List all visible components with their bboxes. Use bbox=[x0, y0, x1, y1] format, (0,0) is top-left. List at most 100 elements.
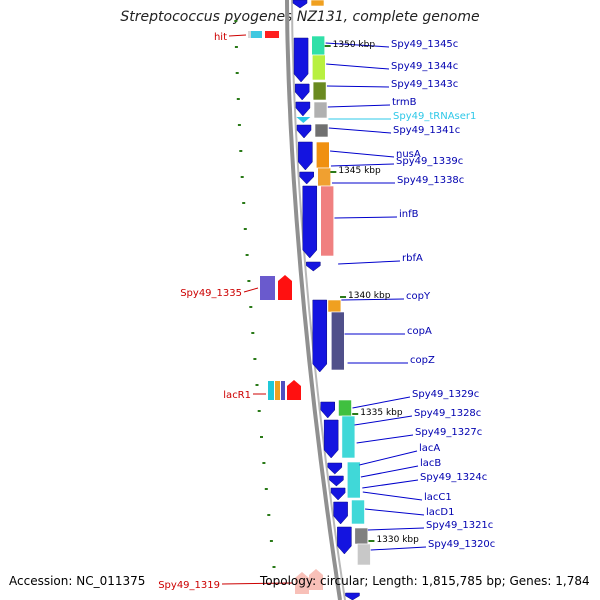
tick-label: 1335 kbp bbox=[360, 408, 403, 418]
left-gene-arrow bbox=[287, 380, 301, 400]
gene-arrow bbox=[329, 475, 344, 487]
gene-label: Spy49_1344c bbox=[391, 61, 458, 72]
gc-skew-dot bbox=[253, 358, 257, 360]
spy1335-bar bbox=[260, 276, 275, 300]
gene-label: Spy49_1345c bbox=[391, 39, 458, 50]
gene-label: Spy49_1341c bbox=[393, 125, 460, 136]
gc-skew-dot bbox=[247, 280, 251, 282]
gene-arrow bbox=[299, 171, 314, 185]
gene-arrow bbox=[302, 185, 318, 259]
label-leader bbox=[352, 396, 411, 409]
gc-skew-dot bbox=[240, 176, 244, 178]
cog-bar bbox=[311, 35, 326, 56]
gene-arrow bbox=[320, 401, 335, 419]
label-leader bbox=[359, 450, 418, 466]
cog-bar bbox=[312, 81, 327, 101]
gene-arrow bbox=[293, 37, 309, 83]
gene-label: hit bbox=[214, 32, 227, 43]
gc-skew-dot bbox=[243, 228, 247, 230]
gene-label: lacC1 bbox=[424, 492, 452, 503]
gc-skew-dot bbox=[267, 514, 271, 516]
gene-label: rbfA bbox=[402, 253, 423, 264]
label-leader bbox=[243, 287, 259, 293]
gene-arrow bbox=[327, 462, 343, 475]
label-leader bbox=[356, 434, 414, 444]
label-leader bbox=[221, 582, 293, 585]
genome-stats: Topology: circular; Length: 1,815,785 bp… bbox=[260, 574, 590, 588]
lacr1-bar-blue bbox=[281, 381, 285, 400]
cog-bar bbox=[313, 101, 328, 119]
gene-arrow bbox=[296, 124, 312, 139]
tick-label: 1330 kbp bbox=[376, 535, 419, 545]
gene-arrow bbox=[333, 501, 348, 525]
cog-bar bbox=[338, 399, 352, 417]
gene-label: lacD1 bbox=[426, 507, 454, 518]
left-gene-arrow bbox=[278, 275, 292, 300]
gc-skew-dot bbox=[235, 72, 239, 74]
gene-arrow bbox=[312, 299, 328, 373]
gene-label: Spy49_1343c bbox=[391, 79, 458, 90]
gc-skew-dot bbox=[237, 124, 241, 126]
label-leader bbox=[330, 150, 395, 158]
gc-skew-dot bbox=[245, 254, 249, 256]
gc-skew-dot bbox=[239, 150, 243, 152]
gene-label: copZ bbox=[410, 355, 435, 366]
gc-skew-dot bbox=[234, 20, 238, 22]
cog-bar bbox=[330, 311, 345, 371]
backbone-inner bbox=[291, 0, 346, 600]
gene-label: Spy49_1321c bbox=[426, 520, 493, 531]
cog-bar bbox=[320, 185, 335, 257]
label-leader bbox=[328, 127, 392, 134]
label-leader bbox=[367, 527, 425, 531]
gene-arrow bbox=[294, 83, 310, 101]
gc-skew-dot bbox=[251, 332, 255, 334]
gc-skew-dot bbox=[249, 306, 253, 308]
label-leader bbox=[228, 34, 247, 37]
gene-label: nusA bbox=[396, 149, 421, 160]
gc-skew-dot bbox=[269, 540, 273, 542]
hit-bar-cyan bbox=[251, 31, 262, 38]
gene-arrow bbox=[292, 0, 308, 9]
gene-label: Spy49_1335 bbox=[180, 288, 242, 299]
cog-bar bbox=[310, 0, 325, 7]
left-gene-arrow bbox=[309, 569, 323, 590]
gene-label: lacA bbox=[419, 443, 440, 454]
accession-text: Accession: NC_011375 bbox=[9, 574, 146, 588]
gene-arrow bbox=[337, 526, 352, 555]
cog-bar bbox=[311, 54, 326, 81]
label-leader bbox=[354, 415, 413, 426]
hit-bar-red bbox=[265, 31, 279, 38]
label-leader bbox=[326, 85, 390, 88]
gene-label: Spy49_1339c bbox=[396, 156, 463, 167]
tick-label: 1345 kbp bbox=[338, 166, 381, 176]
cog-bar bbox=[327, 299, 342, 313]
tick-label: 1340 kbp bbox=[348, 291, 391, 301]
tick-label: 1350 kbp bbox=[333, 40, 376, 50]
map-title: Streptococcus pyogenes NZ131, complete g… bbox=[120, 9, 480, 25]
trna-marker bbox=[296, 117, 311, 123]
label-leader bbox=[341, 298, 405, 301]
gc-skew-dot bbox=[264, 488, 268, 490]
label-leader bbox=[330, 163, 395, 167]
cog-bar bbox=[341, 415, 356, 459]
label-leader bbox=[362, 479, 419, 489]
gc-skew-dot bbox=[262, 462, 266, 464]
cog-bar bbox=[354, 527, 369, 545]
gene-label: lacB bbox=[420, 458, 441, 469]
gc-skew-dot bbox=[236, 98, 240, 100]
gene-label: Spy49_1328c bbox=[414, 408, 481, 419]
gc-skew-dot bbox=[242, 202, 246, 204]
left-gene-arrow bbox=[295, 572, 309, 594]
gc-skew-dot bbox=[260, 436, 263, 438]
gc-skew-dot bbox=[255, 384, 259, 386]
gene-label: Spy49_1329c bbox=[412, 389, 479, 400]
label-leader bbox=[365, 508, 425, 516]
gc-skew-dot bbox=[234, 46, 238, 48]
gene-arrow bbox=[298, 141, 313, 171]
gene-label: Spy49_tRNAser1 bbox=[393, 111, 476, 122]
gene-arrow bbox=[295, 101, 311, 117]
gene-arrow bbox=[330, 487, 346, 501]
gene-arrow bbox=[306, 261, 321, 272]
label-leader bbox=[327, 104, 391, 108]
